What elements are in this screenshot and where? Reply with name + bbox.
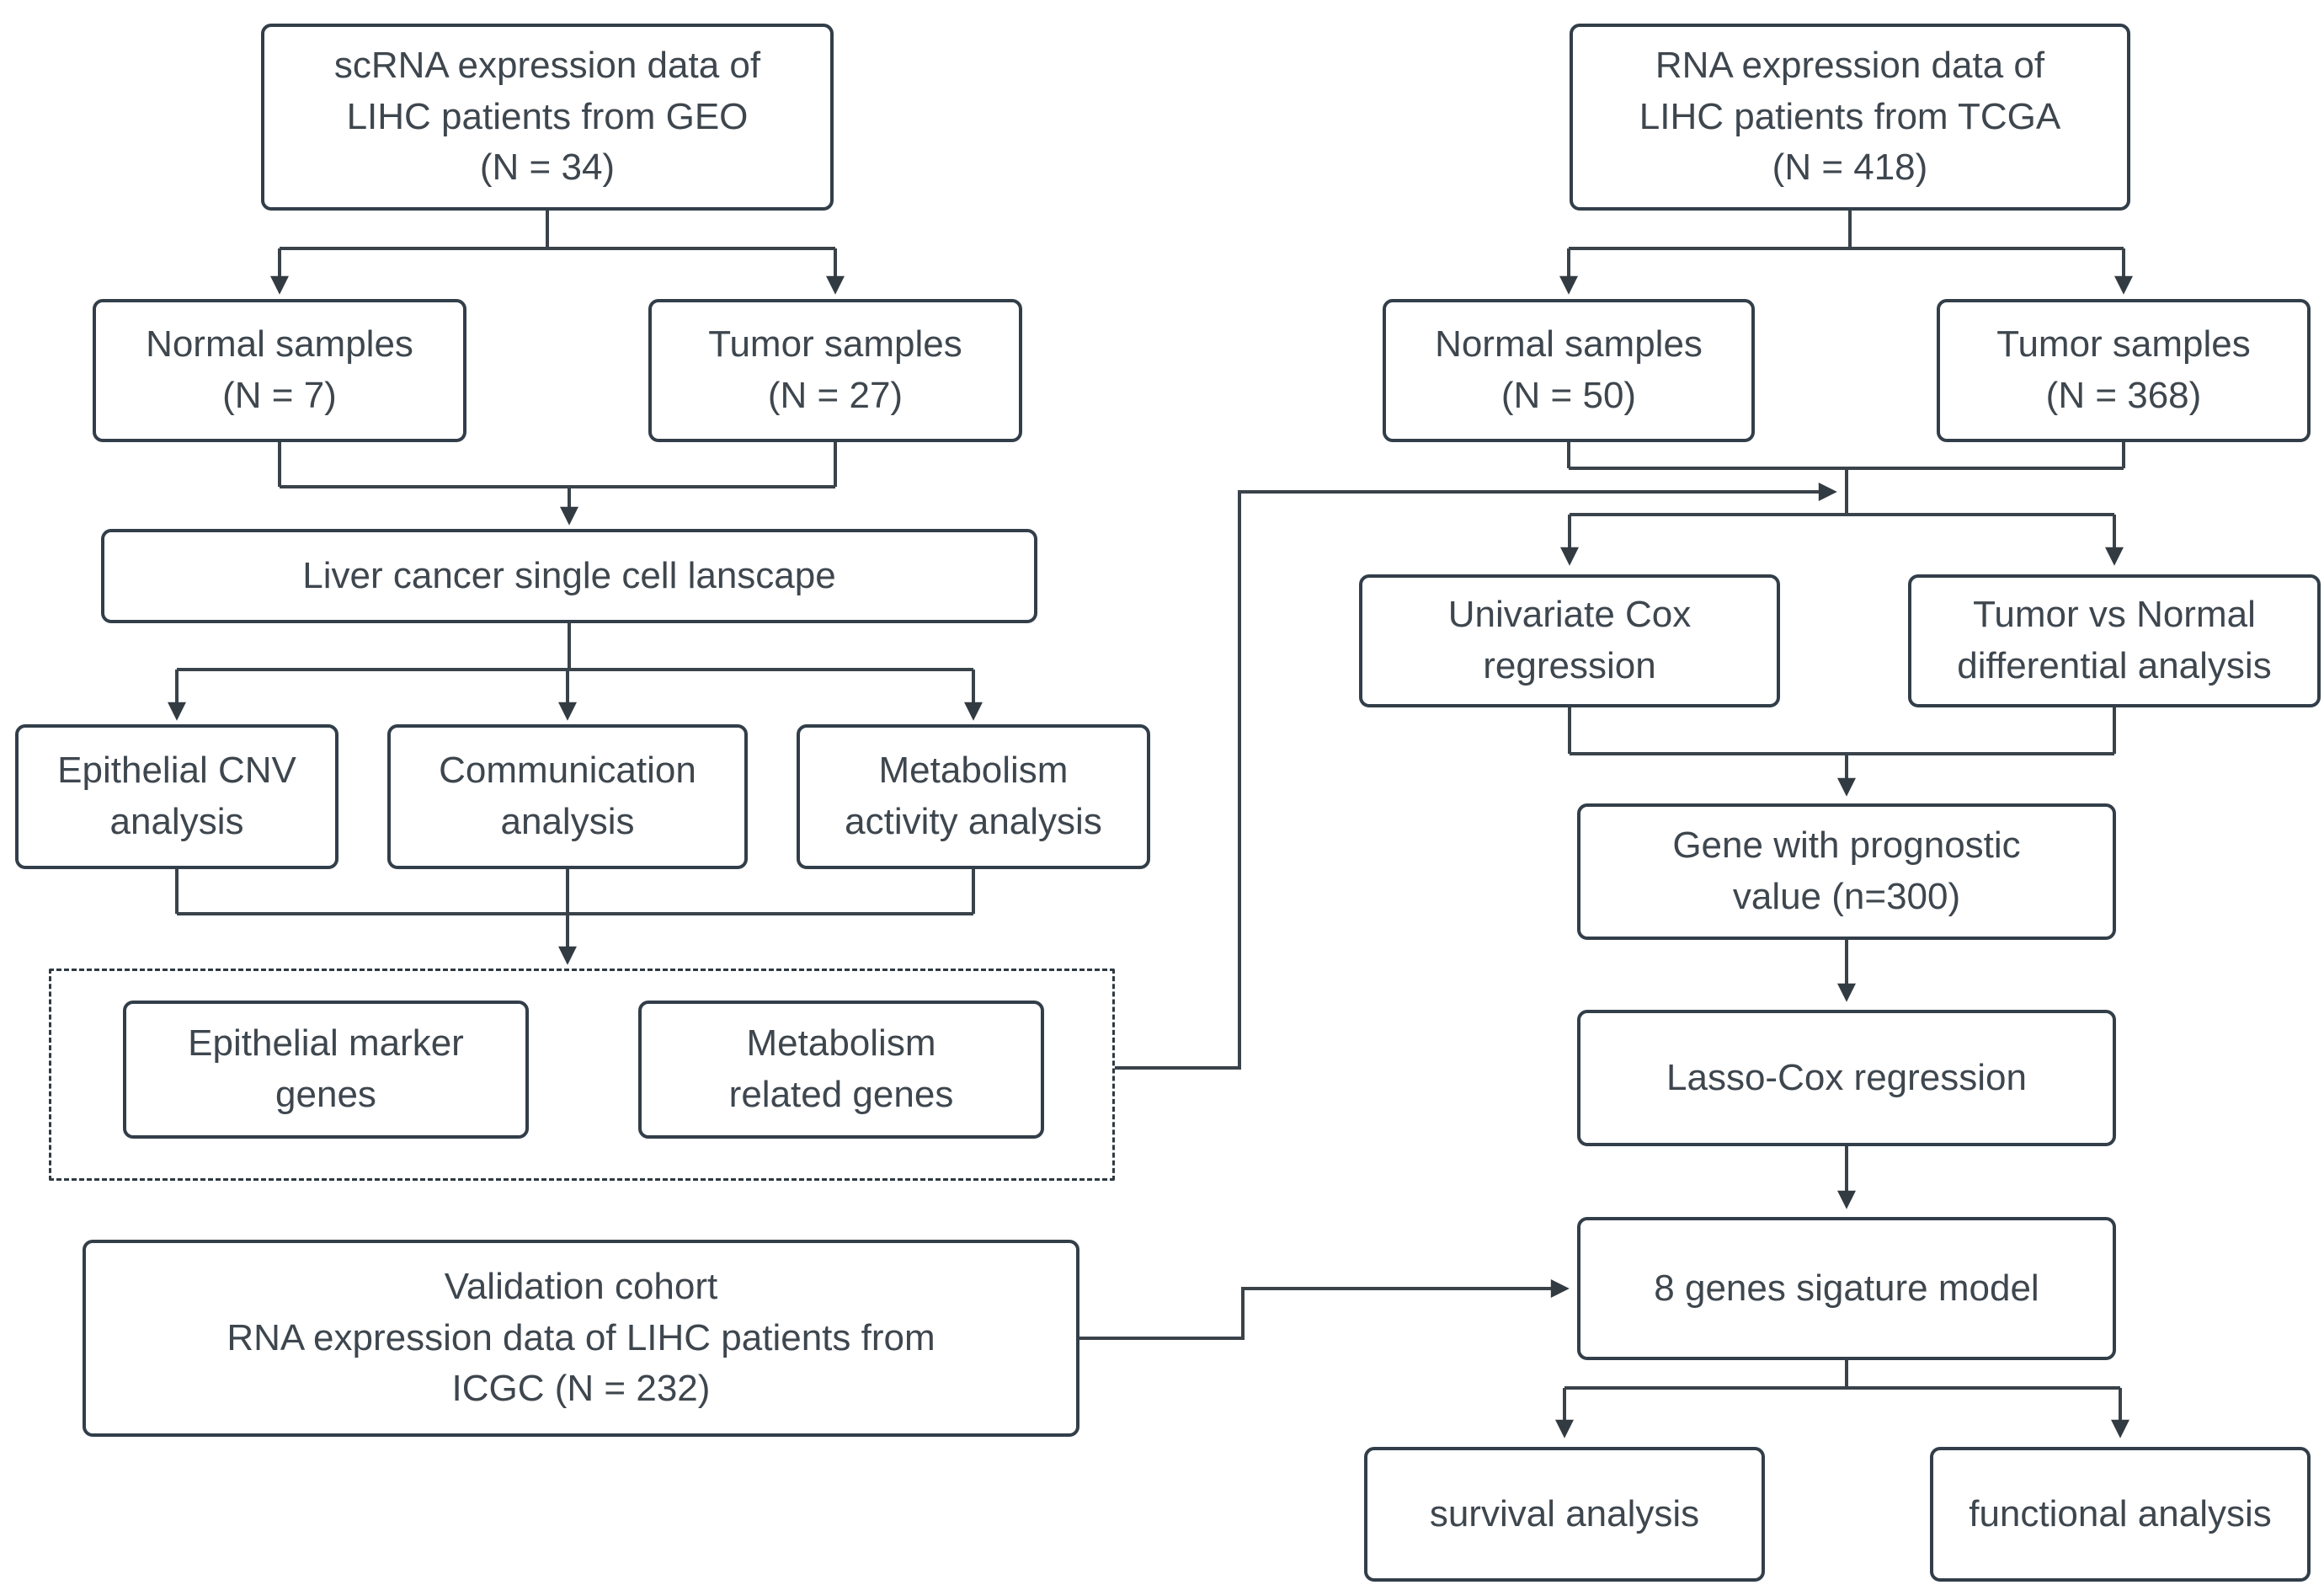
box-metabolism-activity-analysis-label: Metabolism activity analysis: [845, 750, 1102, 842]
box-validation-cohort: Validation cohort RNA expression data of…: [83, 1240, 1079, 1437]
box-signature-model: 8 genes sigature model: [1577, 1217, 2116, 1360]
box-prognostic-genes: Gene with prognostic value (n=300): [1577, 803, 2116, 940]
connector-landscape-split: [168, 623, 983, 721]
box-functional-analysis: functional analysis: [1930, 1447, 2311, 1582]
box-prognostic-genes-label: Gene with prognostic value (n=300): [1672, 825, 2021, 917]
connector-genesets-to-tcga: [1115, 483, 1837, 1070]
box-single-cell-landscape: Liver cancer single cell lanscape: [101, 529, 1037, 623]
box-metabolism-related-genes-label: Metabolism related genes: [728, 1022, 954, 1115]
box-normal-samples-geo-label: Normal samples (N = 7): [146, 323, 413, 416]
box-signature-model-label: 8 genes sigature model: [1654, 1267, 2039, 1309]
box-tumor-samples-geo-label: Tumor samples (N = 27): [708, 323, 962, 416]
box-communication-analysis: Communication analysis: [387, 724, 748, 869]
connector-analyses-merge: [175, 869, 975, 965]
box-rna-tcga-label: RNA expression data of LIHC patients fro…: [1639, 44, 2061, 189]
box-single-cell-landscape-label: Liver cancer single cell lanscape: [302, 554, 836, 596]
group-gene-sets-dashed: [49, 969, 1115, 1181]
box-metabolism-activity-analysis: Metabolism activity analysis: [797, 724, 1150, 869]
box-scrna-geo: scRNA expression data of LIHC patients f…: [261, 24, 834, 211]
box-epithelial-cnv-analysis: Epithelial CNV analysis: [15, 724, 338, 869]
connector-cox-merge: [1568, 707, 2116, 797]
connector-samples-merge-right: [1560, 442, 2125, 566]
box-rna-tcga: RNA expression data of LIHC patients fro…: [1570, 24, 2130, 211]
box-functional-analysis-label: functional analysis: [1969, 1492, 2272, 1534]
box-scrna-geo-label: scRNA expression data of LIHC patients f…: [333, 44, 761, 189]
box-validation-cohort-label: Validation cohort RNA expression data of…: [227, 1265, 935, 1410]
box-survival-analysis-label: survival analysis: [1429, 1492, 1700, 1534]
box-normal-samples-geo: Normal samples (N = 7): [93, 299, 466, 442]
connector-tcga-split: [1559, 211, 2133, 295]
box-epithelial-marker-genes-label: Epithelial marker genes: [188, 1022, 464, 1115]
connector-samples-merge-left: [278, 442, 837, 526]
box-communication-analysis-label: Communication analysis: [439, 750, 696, 842]
box-lasso-cox: Lasso-Cox regression: [1577, 1010, 2116, 1146]
box-normal-samples-tcga-label: Normal samples (N = 50): [1435, 323, 1703, 416]
box-tumor-vs-normal-diff-label: Tumor vs Normal differential analysis: [1957, 594, 2272, 686]
box-metabolism-related-genes: Metabolism related genes: [638, 1001, 1044, 1139]
box-tumor-samples-geo: Tumor samples (N = 27): [648, 299, 1022, 442]
connector-validation-to-model: [1079, 1279, 1570, 1340]
box-normal-samples-tcga: Normal samples (N = 50): [1383, 299, 1755, 442]
box-survival-analysis: survival analysis: [1364, 1447, 1765, 1582]
box-univariate-cox-label: Univariate Cox regression: [1447, 594, 1692, 686]
connector-model-split: [1555, 1360, 2129, 1438]
box-tumor-samples-tcga-label: Tumor samples (N = 368): [1996, 323, 2251, 416]
box-univariate-cox: Univariate Cox regression: [1359, 574, 1780, 707]
box-epithelial-cnv-analysis-label: Epithelial CNV analysis: [57, 750, 296, 842]
box-lasso-cox-label: Lasso-Cox regression: [1666, 1056, 2027, 1098]
box-tumor-vs-normal-diff: Tumor vs Normal differential analysis: [1908, 574, 2321, 707]
connector-geo-split: [270, 211, 845, 295]
box-tumor-samples-tcga: Tumor samples (N = 368): [1937, 299, 2311, 442]
box-epithelial-marker-genes: Epithelial marker genes: [123, 1001, 529, 1139]
